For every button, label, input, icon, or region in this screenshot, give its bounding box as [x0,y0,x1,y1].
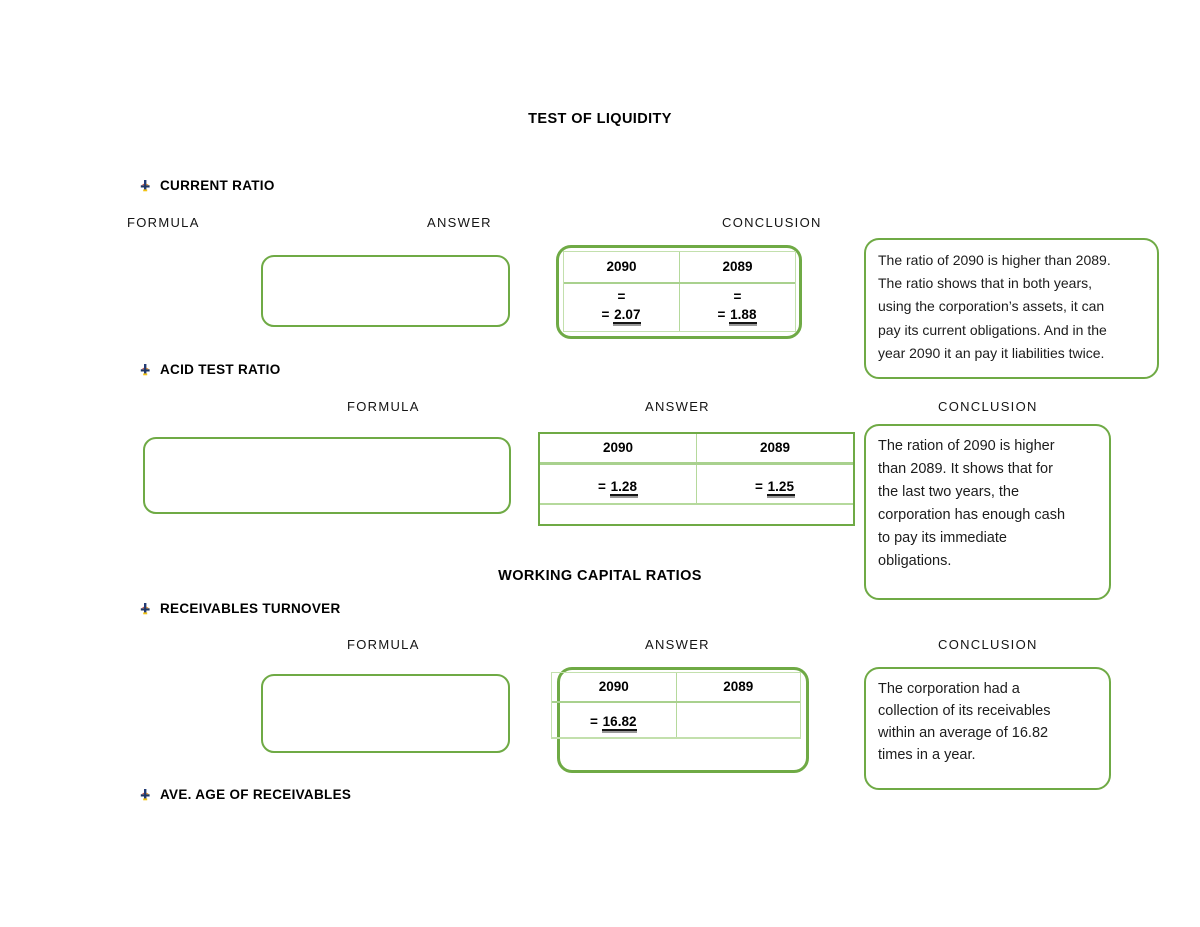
answer-box-receivables-turnover [557,667,809,773]
table-header-row: 2090 2089 [540,434,853,465]
answer-cell-empty [675,703,801,737]
equals-line: = [617,289,626,304]
section-heading-ave-age-of-receivables: AVE. AGE OF RECEIVABLES [139,787,351,802]
bullet-arrow-icon [139,363,151,377]
section-heading-label: CURRENT RATIO [160,178,275,193]
section-heading-acid-test-ratio: ACID TEST RATIO [139,362,281,377]
bullet-arrow-icon [139,602,151,616]
formula-box-receivables-turnover [261,674,510,753]
year-header: 2090 [606,259,637,274]
year-header: 2090 [598,679,629,694]
year-header: 2089 [696,434,853,462]
conclusion-callout-acid-test-ratio: The ration of 2090 is higher than 2089. … [864,424,1111,600]
section-heading-label: ACID TEST RATIO [160,362,281,377]
group-heading-working-capital-ratios: WORKING CAPITAL RATIOS [498,568,702,584]
section-heading-current-ratio: CURRENT RATIO [139,178,275,193]
answer-cell: = 16.82 [590,714,638,731]
answer-cell: = 1.25 [696,465,853,503]
equals-line: = [733,289,742,304]
table-value-row: = 1.28 = 1.25 [540,465,853,505]
answer-table-current-ratio: 2090 2089 = = 2.07 = = 1.88 [563,251,796,332]
answer-table-acid-test-ratio: 2090 2089 = 1.28 = 1.25 [538,432,855,526]
table-header-row: 2090 2089 [552,673,800,703]
formula-box-acid-test-ratio [143,437,511,514]
conclusion-callout-receivables-turnover: The corporation had a collection of its … [864,667,1111,790]
column-header-conclusion: CONCLUSION [938,399,1038,414]
bullet-arrow-icon [139,179,151,193]
conclusion-callout-current-ratio: The ratio of 2090 is higher than 2089. T… [864,238,1159,379]
table-value-row: = = 2.07 = = 1.88 [564,284,795,331]
year-header: 2089 [679,252,795,282]
table-value-row: = 16.82 [552,703,800,738]
formula-box-current-ratio [261,255,510,327]
ratio-value: = 2.07 [601,307,642,324]
column-header-answer: ANSWER [645,399,710,414]
year-header: 2090 [602,440,634,455]
answer-cell: = = 2.07 [564,284,679,331]
column-header-formula: FORMULA [347,637,420,652]
column-header-answer: ANSWER [427,215,492,230]
column-header-formula: FORMULA [347,399,420,414]
answer-box-current-ratio [556,245,802,339]
section-heading-label: RECEIVABLES TURNOVER [160,601,341,616]
bullet-arrow-icon [139,788,151,802]
table-header-row: 2090 2089 [564,252,795,284]
section-heading-label: AVE. AGE OF RECEIVABLES [160,787,352,802]
year-header: 2089 [675,673,801,701]
column-header-conclusion: CONCLUSION [722,215,822,230]
table-empty-row [540,505,853,524]
section-heading-receivables-turnover: RECEIVABLES TURNOVER [139,601,341,616]
answer-cell: = 1.28 [598,479,638,496]
answer-table-receivables-turnover: 2090 2089 = 16.82 [551,672,801,739]
ratio-value: = 1.88 [717,307,758,324]
page-title: TEST OF LIQUIDITY [528,111,672,127]
column-header-formula: FORMULA [127,215,200,230]
column-header-answer: ANSWER [645,637,710,652]
answer-cell: = = 1.88 [679,284,795,331]
column-header-conclusion: CONCLUSION [938,637,1038,652]
